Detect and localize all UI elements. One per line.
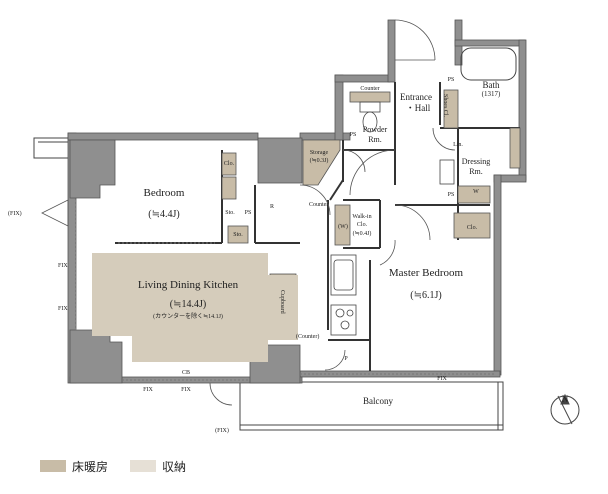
entrance-hall-line1: Entrance	[400, 92, 432, 102]
ldk-name: Living Dining Kitchen	[137, 279, 239, 291]
fix-window-left-2: FIX	[58, 306, 68, 312]
toilet	[359, 101, 381, 133]
pipe-space-4: PS	[349, 132, 357, 138]
master-bedroom-name: Master Bedroom	[388, 267, 464, 279]
fix-window-bottom-2: FIX	[181, 387, 191, 393]
pantry-label: P	[344, 356, 348, 362]
powder-room-line1: Powder	[362, 125, 388, 134]
window-sills	[75, 200, 494, 381]
storage-sto-2: Sto.	[233, 232, 243, 238]
bedroom-name: Bedroom	[143, 187, 185, 199]
powder-room-line2: Rm.	[368, 135, 382, 144]
fix-window-left-paren: (FIX)	[8, 211, 22, 217]
balcony-name: Balcony	[363, 396, 393, 406]
floor-heating-zone	[92, 253, 298, 362]
counter-label-top: Counter	[360, 86, 380, 92]
ldk-note: (カウンターを除く≒14.1J)	[153, 314, 223, 320]
ldk-area: (≒14.4J)	[169, 299, 207, 310]
left-balcony-outline	[33, 137, 70, 159]
walk-in-closet-marker: (W)	[338, 224, 348, 230]
linen-label: Lin.	[453, 142, 463, 148]
compass-rose	[550, 393, 580, 425]
closet-bedroom-label: Clo.	[223, 161, 235, 167]
legend-storage: 収納	[130, 459, 187, 474]
balcony-outline	[239, 381, 504, 431]
washer-label: W	[473, 189, 479, 195]
floor-heating-swatch	[40, 460, 66, 472]
storage-swatch	[130, 460, 156, 472]
fix-window-left-1: FIX	[58, 263, 68, 269]
pipe-space-2: PS	[447, 192, 455, 198]
storage-name: Storage	[309, 150, 329, 156]
dressing-room-line1: Dressing	[461, 157, 491, 166]
cb-label: CB	[181, 370, 191, 376]
counter-label-mid: Counter	[309, 202, 329, 208]
fix-window-balcony: FIX	[437, 376, 447, 382]
fix-window-bottom-paren: (FIX)	[215, 428, 229, 434]
fix-window-bottom-1: FIX	[143, 387, 153, 393]
legend-floor-heating: 床暖房	[40, 459, 109, 474]
bathtub	[460, 47, 517, 81]
dressing-room-line2: Rm.	[469, 167, 483, 176]
door-swings	[41, 19, 456, 406]
legend-floor-heating-label: 床暖房	[72, 459, 109, 474]
walk-in-closet-line1: Walk-in	[352, 214, 372, 220]
dressing-sink	[439, 159, 455, 185]
kitchen-fixtures	[330, 254, 357, 336]
counter-label-kitchen: (Counter)	[296, 334, 320, 340]
entrance-hall-line2: ・Hall	[405, 103, 431, 113]
interior-walls	[115, 82, 520, 371]
bath-size: (1317)	[481, 90, 501, 98]
closet-master-label: Clo.	[466, 225, 478, 231]
refrigerator-label: R	[269, 204, 275, 210]
shoes-closet-label: Shoes Cl.	[442, 94, 448, 118]
storage-sto-1: Sto.	[225, 210, 235, 216]
pipe-space-3: PS	[244, 210, 252, 216]
walk-in-closet-area: (≒0.4J)	[352, 231, 372, 237]
bedroom-area: (≒4.4J)	[148, 209, 180, 220]
walk-in-closet-line2: Clo.	[356, 222, 368, 228]
bath-name: Bath	[482, 80, 500, 90]
pipe-space-1: PS	[447, 77, 455, 83]
compass-north-label: N	[561, 394, 569, 404]
storage-area: (≒0.3J)	[309, 158, 329, 164]
master-bedroom-area: (≒6.1J)	[410, 290, 442, 301]
cupboard-label: Cupboard	[279, 290, 285, 314]
legend-storage-label: 収納	[162, 459, 187, 474]
